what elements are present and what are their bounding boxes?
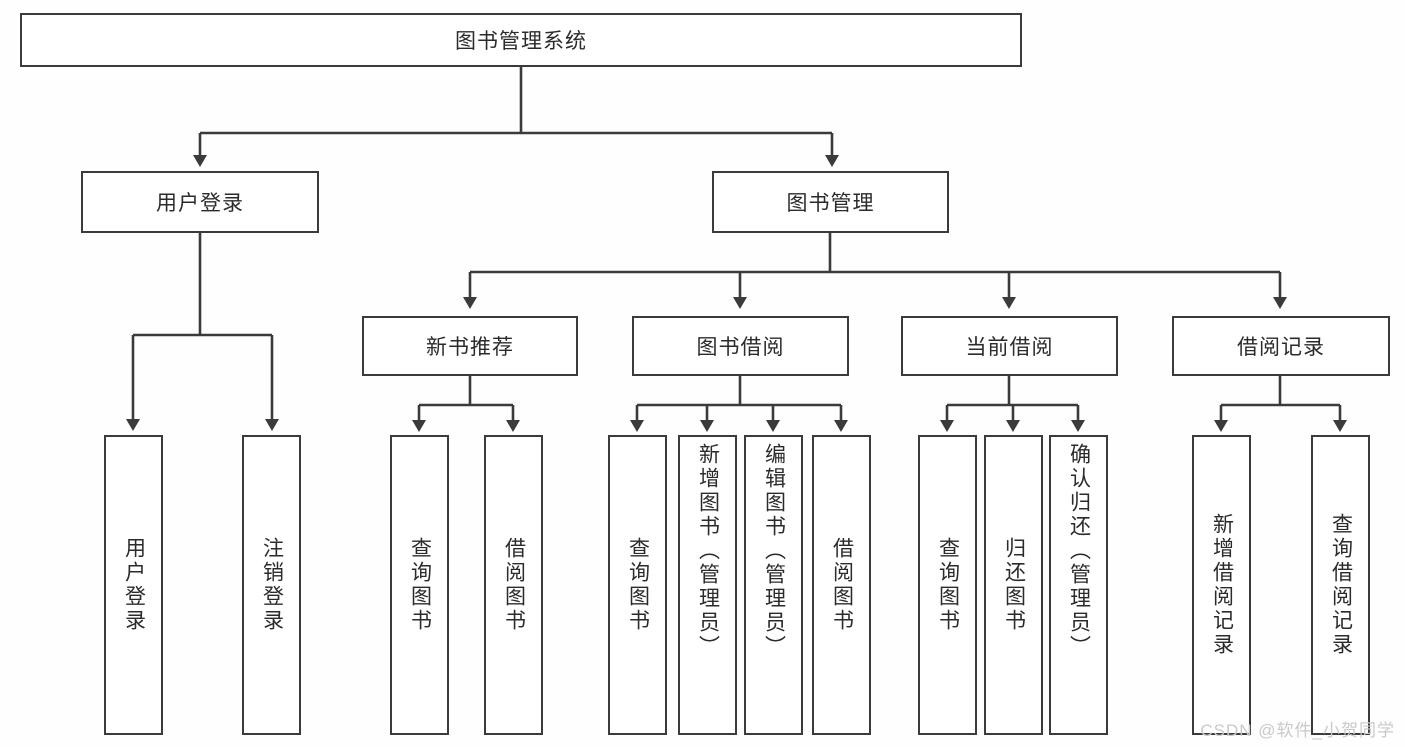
node-label: 图书借阅 [696,336,785,359]
leaf-borrow-query-book[interactable]: 查询图书 [608,435,667,735]
node-label: 查询图书 [626,537,650,633]
node-label: 编辑图书（管理员） [762,443,786,659]
node-user-login[interactable]: 用户登录 [81,171,319,233]
node-borrow-record[interactable]: 借阅记录 [1172,316,1390,376]
leaf-record-add-borrow-record[interactable]: 新增借阅记录 [1192,435,1251,735]
node-label: 用户登录 [122,537,146,633]
node-new-book-recommend[interactable]: 新书推荐 [362,316,578,376]
node-label: 查询图书 [408,537,432,633]
node-label: 借阅记录 [1237,336,1325,359]
node-label: 归还图书 [1002,537,1026,633]
leaf-borrow-borrow-book[interactable]: 借阅图书 [812,435,871,735]
leaf-recommend-borrow-book[interactable]: 借阅图书 [484,435,543,735]
node-label: 新增借阅记录 [1210,513,1234,657]
node-label: 用户登录 [156,192,244,215]
node-label: 借阅图书 [502,537,526,633]
leaf-current-confirm-return-admin[interactable]: 确认归还（管理员） [1049,435,1108,735]
leaf-user-login-signout[interactable]: 注销登录 [242,435,301,735]
leaf-user-login-signin[interactable]: 用户登录 [104,435,163,735]
leaf-borrow-edit-book-admin[interactable]: 编辑图书（管理员） [744,435,803,735]
watermark-text: CSDN @软件_小贺同学 [1200,721,1395,740]
node-current-borrow[interactable]: 当前借阅 [901,316,1118,376]
node-label: 注销登录 [260,537,284,633]
node-label: 借阅图书 [830,537,854,633]
leaf-current-query-book[interactable]: 查询图书 [918,435,977,735]
node-label: 图书管理系统 [455,30,587,53]
node-book-management[interactable]: 图书管理 [712,171,949,233]
node-book-borrow[interactable]: 图书借阅 [632,316,849,376]
leaf-recommend-query-book[interactable]: 查询图书 [390,435,449,735]
node-label: 查询图书 [936,537,960,633]
node-label: 查询借阅记录 [1329,513,1353,657]
leaf-borrow-add-book-admin[interactable]: 新增图书（管理员） [678,435,737,735]
node-label: 确认归还（管理员） [1067,443,1091,659]
leaf-current-return-book[interactable]: 归还图书 [984,435,1043,735]
node-label: 新书推荐 [426,336,514,359]
node-label: 图书管理 [786,192,875,215]
leaf-record-query-borrow-record[interactable]: 查询借阅记录 [1311,435,1370,735]
node-label: 当前借阅 [965,336,1054,359]
node-root-system[interactable]: 图书管理系统 [20,13,1022,67]
node-label: 新增图书（管理员） [696,443,720,659]
